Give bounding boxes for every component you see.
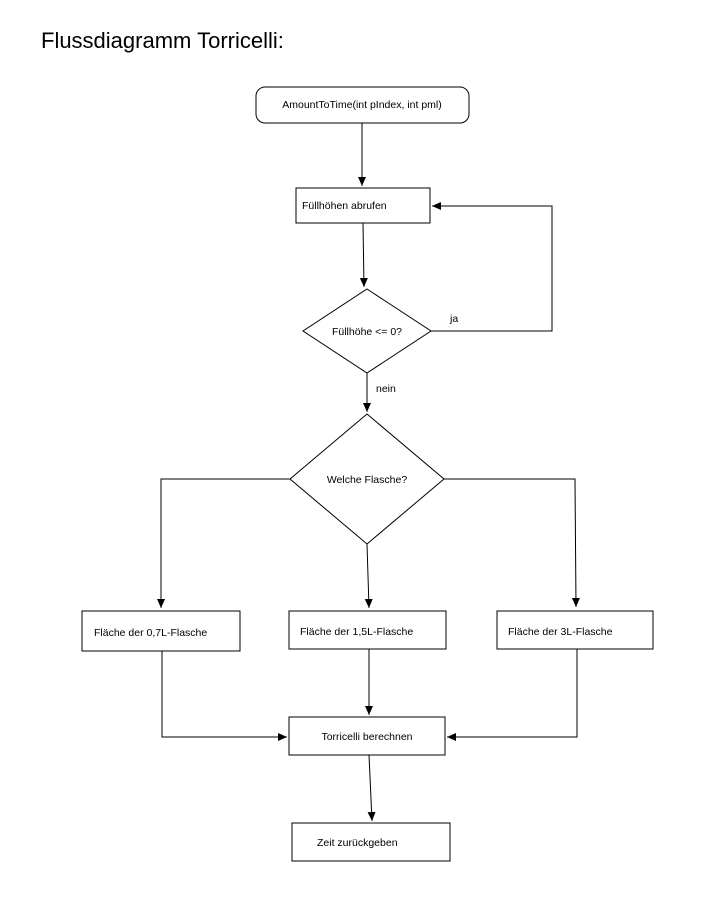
area07-node — [81, 610, 241, 652]
area15-node — [288, 610, 447, 650]
check-decision-label: Füllhöhe <= 0? — [332, 326, 402, 338]
start-node-label: AmountToTime(int pIndex, int pml) — [282, 99, 442, 111]
area15-node-label: Fläche der 1,5L-Flasche — [300, 626, 413, 638]
yes-label: ja — [449, 313, 458, 325]
calc-node — [288, 716, 446, 756]
area3-node — [496, 610, 654, 650]
edge-which-to-area07 — [157, 478, 290, 608]
edge-check-yes-loop — [431, 202, 553, 332]
edge-area07-to-calc — [161, 651, 287, 741]
edge-calc-to-return — [367, 754, 376, 822]
edge-fetch-to-check — [359, 222, 368, 288]
page-title: Flussdiagramm Torricelli: — [41, 28, 284, 53]
area3-node-label: Fläche der 3L-Flasche — [508, 626, 613, 638]
edge-which-to-area15 — [364, 543, 373, 609]
edge-area3-to-calc — [447, 649, 578, 741]
no-label: nein — [376, 383, 396, 395]
return-node — [291, 822, 451, 862]
area07-node-label: Fläche der 0,7L-Flasche — [94, 627, 207, 639]
which-decision-label: Welche Flasche? — [327, 474, 408, 486]
return-node-label: Zeit zurückgeben — [317, 837, 398, 849]
edge-which-to-area3 — [444, 478, 580, 608]
fetch-node-label: Füllhöhen abrufen — [302, 200, 387, 212]
calc-node-label: Torricelli berechnen — [321, 731, 412, 743]
